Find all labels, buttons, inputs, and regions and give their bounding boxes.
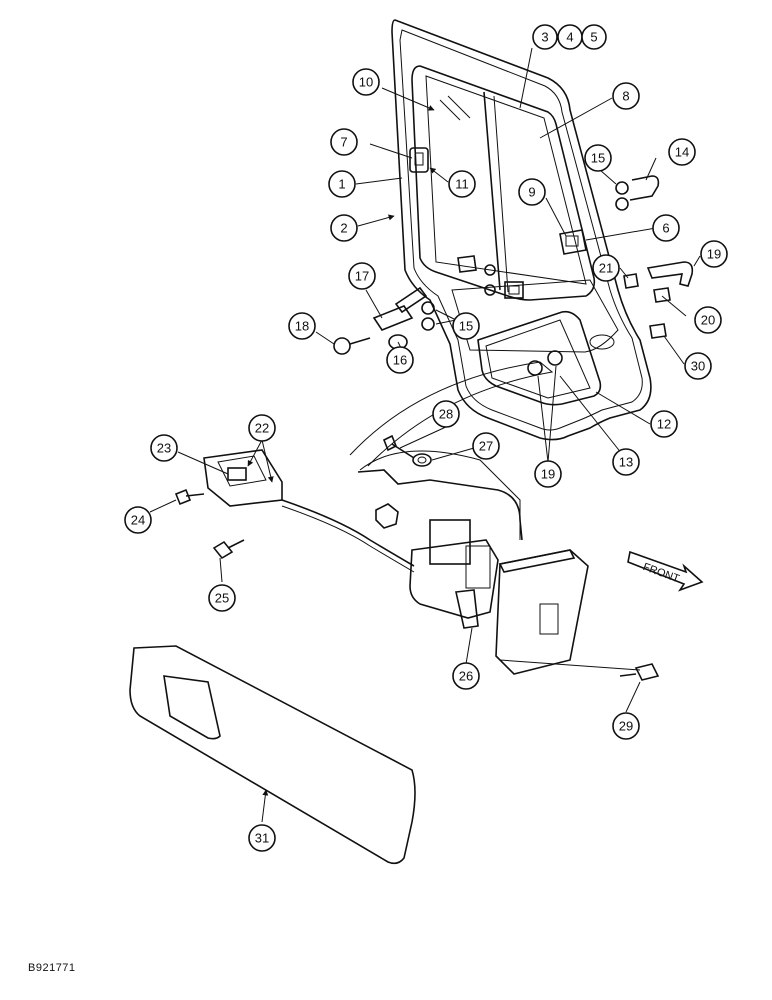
callout-31: 31 xyxy=(248,824,276,852)
svg-text:29: 29 xyxy=(619,719,633,734)
reference-code: B921771 xyxy=(28,962,76,974)
callout-21: 21 xyxy=(592,254,620,282)
side-panel xyxy=(129,645,416,865)
callout-6: 6 xyxy=(652,214,680,242)
callout-15-right: 15 xyxy=(584,144,612,172)
callout-1: 1 xyxy=(328,170,356,198)
svg-text:9: 9 xyxy=(528,185,535,200)
svg-text:3: 3 xyxy=(541,30,548,45)
svg-text:31: 31 xyxy=(255,831,269,846)
svg-text:6: 6 xyxy=(662,221,669,236)
callout-20: 20 xyxy=(694,306,722,334)
svg-text:14: 14 xyxy=(675,145,689,160)
svg-text:20: 20 xyxy=(701,313,715,328)
svg-text:10: 10 xyxy=(359,75,373,90)
callout-26: 26 xyxy=(452,662,480,690)
svg-text:4: 4 xyxy=(566,30,573,45)
door-assembly xyxy=(391,19,652,441)
front-label: FRONT xyxy=(641,561,681,585)
svg-text:18: 18 xyxy=(295,319,309,334)
callout-9: 9 xyxy=(518,178,546,206)
svg-text:19: 19 xyxy=(707,247,721,262)
leader-lines xyxy=(149,47,701,823)
svg-text:12: 12 xyxy=(657,417,671,432)
svg-text:28: 28 xyxy=(439,407,453,422)
svg-text:19: 19 xyxy=(541,467,555,482)
callout-13: 13 xyxy=(612,448,640,476)
svg-text:16: 16 xyxy=(393,353,407,368)
callout-29: 29 xyxy=(612,712,640,740)
inside-handle-and-cable xyxy=(174,449,415,573)
callout-11: 11 xyxy=(448,170,476,198)
callout-23: 23 xyxy=(150,434,178,462)
svg-text:27: 27 xyxy=(479,439,493,454)
callout-2: 2 xyxy=(330,214,358,242)
callout-22: 22 xyxy=(248,414,276,442)
callout-28: 28 xyxy=(432,400,460,428)
svg-text:8: 8 xyxy=(622,89,629,104)
svg-text:7: 7 xyxy=(340,135,347,150)
svg-text:22: 22 xyxy=(255,421,269,436)
svg-text:15: 15 xyxy=(459,319,473,334)
svg-text:24: 24 xyxy=(131,513,145,528)
callout-16: 16 xyxy=(386,346,414,374)
latch-assembly xyxy=(349,361,660,681)
svg-text:5: 5 xyxy=(590,30,597,45)
callout-25: 25 xyxy=(208,584,236,612)
callout-12: 12 xyxy=(650,410,678,438)
callout-14: 14 xyxy=(668,138,696,166)
svg-text:30: 30 xyxy=(691,359,705,374)
callout-3: 3 xyxy=(532,24,558,50)
svg-text:21: 21 xyxy=(599,261,613,276)
callout-5: 5 xyxy=(581,24,607,50)
svg-text:25: 25 xyxy=(215,591,229,606)
svg-text:11: 11 xyxy=(455,177,469,192)
svg-text:1: 1 xyxy=(338,177,345,192)
svg-text:26: 26 xyxy=(459,669,473,684)
callout-7: 7 xyxy=(330,128,358,156)
callout-19-bottom: 19 xyxy=(534,460,562,488)
callout-30: 30 xyxy=(684,352,712,380)
svg-text:23: 23 xyxy=(157,441,171,456)
callout-10: 10 xyxy=(352,68,380,96)
door-hardware xyxy=(333,147,694,376)
callout-17: 17 xyxy=(348,262,376,290)
callout-19-right: 19 xyxy=(700,240,728,268)
svg-text:2: 2 xyxy=(340,221,347,236)
callout-27: 27 xyxy=(472,432,500,460)
svg-text:17: 17 xyxy=(355,269,369,284)
svg-text:15: 15 xyxy=(591,151,605,166)
callout-24: 24 xyxy=(124,506,152,534)
svg-text:13: 13 xyxy=(619,455,633,470)
front-direction-arrow: FRONT xyxy=(627,550,704,592)
callout-4: 4 xyxy=(557,24,583,50)
callout-18: 18 xyxy=(288,312,316,340)
callout-8: 8 xyxy=(612,82,640,110)
callout-15-left: 15 xyxy=(452,312,480,340)
